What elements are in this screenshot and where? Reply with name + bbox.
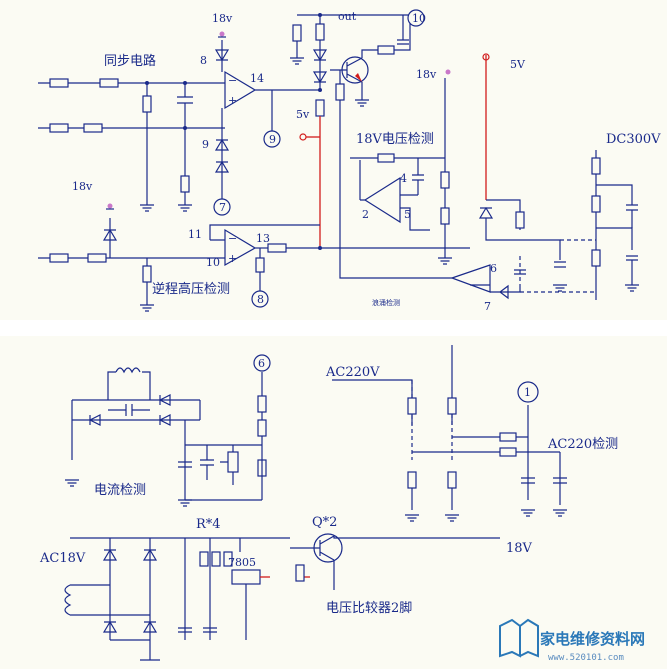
circled-ref-8: 8 xyxy=(257,293,264,306)
label-q2: Q*2 xyxy=(312,515,337,530)
svg-text:+: + xyxy=(228,94,237,107)
watermark-logo xyxy=(499,618,539,658)
label-5v-small: 5v xyxy=(296,108,310,121)
circled-ref-10: 10 xyxy=(412,12,426,25)
svg-text:−: − xyxy=(228,74,237,87)
label-18v-a: 18v xyxy=(212,12,233,25)
reverse-hv-opamp: − + xyxy=(38,203,470,312)
svg-text:−: − xyxy=(228,232,237,245)
top-circled-refs xyxy=(213,9,425,308)
bottom-schematic-panel xyxy=(0,336,667,669)
label-18v-bottom: 18V xyxy=(506,541,533,556)
regulator-network xyxy=(64,533,500,661)
label-pin-7: 7 xyxy=(484,300,491,313)
label-18v-b: 18v xyxy=(416,68,437,81)
check-18v-network xyxy=(350,69,453,265)
label-ac18v: AC18V xyxy=(39,551,86,566)
label-pin-8: 8 xyxy=(200,54,207,67)
current-detect-network xyxy=(64,354,271,507)
label-pin-14: 14 xyxy=(250,72,264,85)
label-surge-detect: 浪涌检测 xyxy=(372,298,400,307)
label-r4: R*4 xyxy=(196,517,221,532)
label-check-18v: 18V电压检测 xyxy=(356,132,434,147)
label-dc300v: DC300V xyxy=(606,132,661,147)
label-pin-2: 2 xyxy=(362,208,369,221)
label-pin-10: 10 xyxy=(206,256,220,269)
ac220-detect-network xyxy=(332,345,568,522)
label-ac220v: AC220V xyxy=(325,365,380,380)
label-comparator-pin2: 电压比较器2脚 xyxy=(326,600,412,616)
circled-ref-1: 1 xyxy=(524,386,531,399)
watermark-url: www.520101.com xyxy=(548,653,624,663)
label-pin-4: 4 xyxy=(400,172,407,185)
label-5v-red: 5V xyxy=(510,58,526,71)
label-pin-11: 11 xyxy=(188,228,202,241)
label-current-detect: 电流检测 xyxy=(94,483,146,498)
label-ac220-detect: AC220检测 xyxy=(547,437,618,452)
label-pin-13: 13 xyxy=(256,232,270,245)
dc300v-network xyxy=(450,150,640,300)
panel-divider xyxy=(0,320,667,336)
label-pin-9: 9 xyxy=(202,138,209,151)
label-out: out xyxy=(338,10,357,23)
op-amp-14: − + xyxy=(214,31,273,200)
svg-text:+: + xyxy=(228,252,237,265)
label-sync-circuit: 同步电路 xyxy=(104,53,156,69)
output-transistor-stage xyxy=(272,13,452,279)
circled-ref-6: 6 xyxy=(258,357,265,370)
label-reverse-hv-detect: 逆程高压检测 xyxy=(152,281,230,297)
sync-input-network xyxy=(38,78,225,212)
circled-ref-9: 9 xyxy=(269,133,276,146)
watermark-text: 家电维修资料网 xyxy=(540,630,645,648)
label-pin-5: 5 xyxy=(404,208,411,221)
circled-ref-7: 7 xyxy=(219,201,226,214)
label-18v-c: 18v xyxy=(72,180,93,193)
label-pin-6: 6 xyxy=(490,262,497,275)
label-7805: 7805 xyxy=(228,556,256,569)
red-5v-bus xyxy=(299,53,490,248)
